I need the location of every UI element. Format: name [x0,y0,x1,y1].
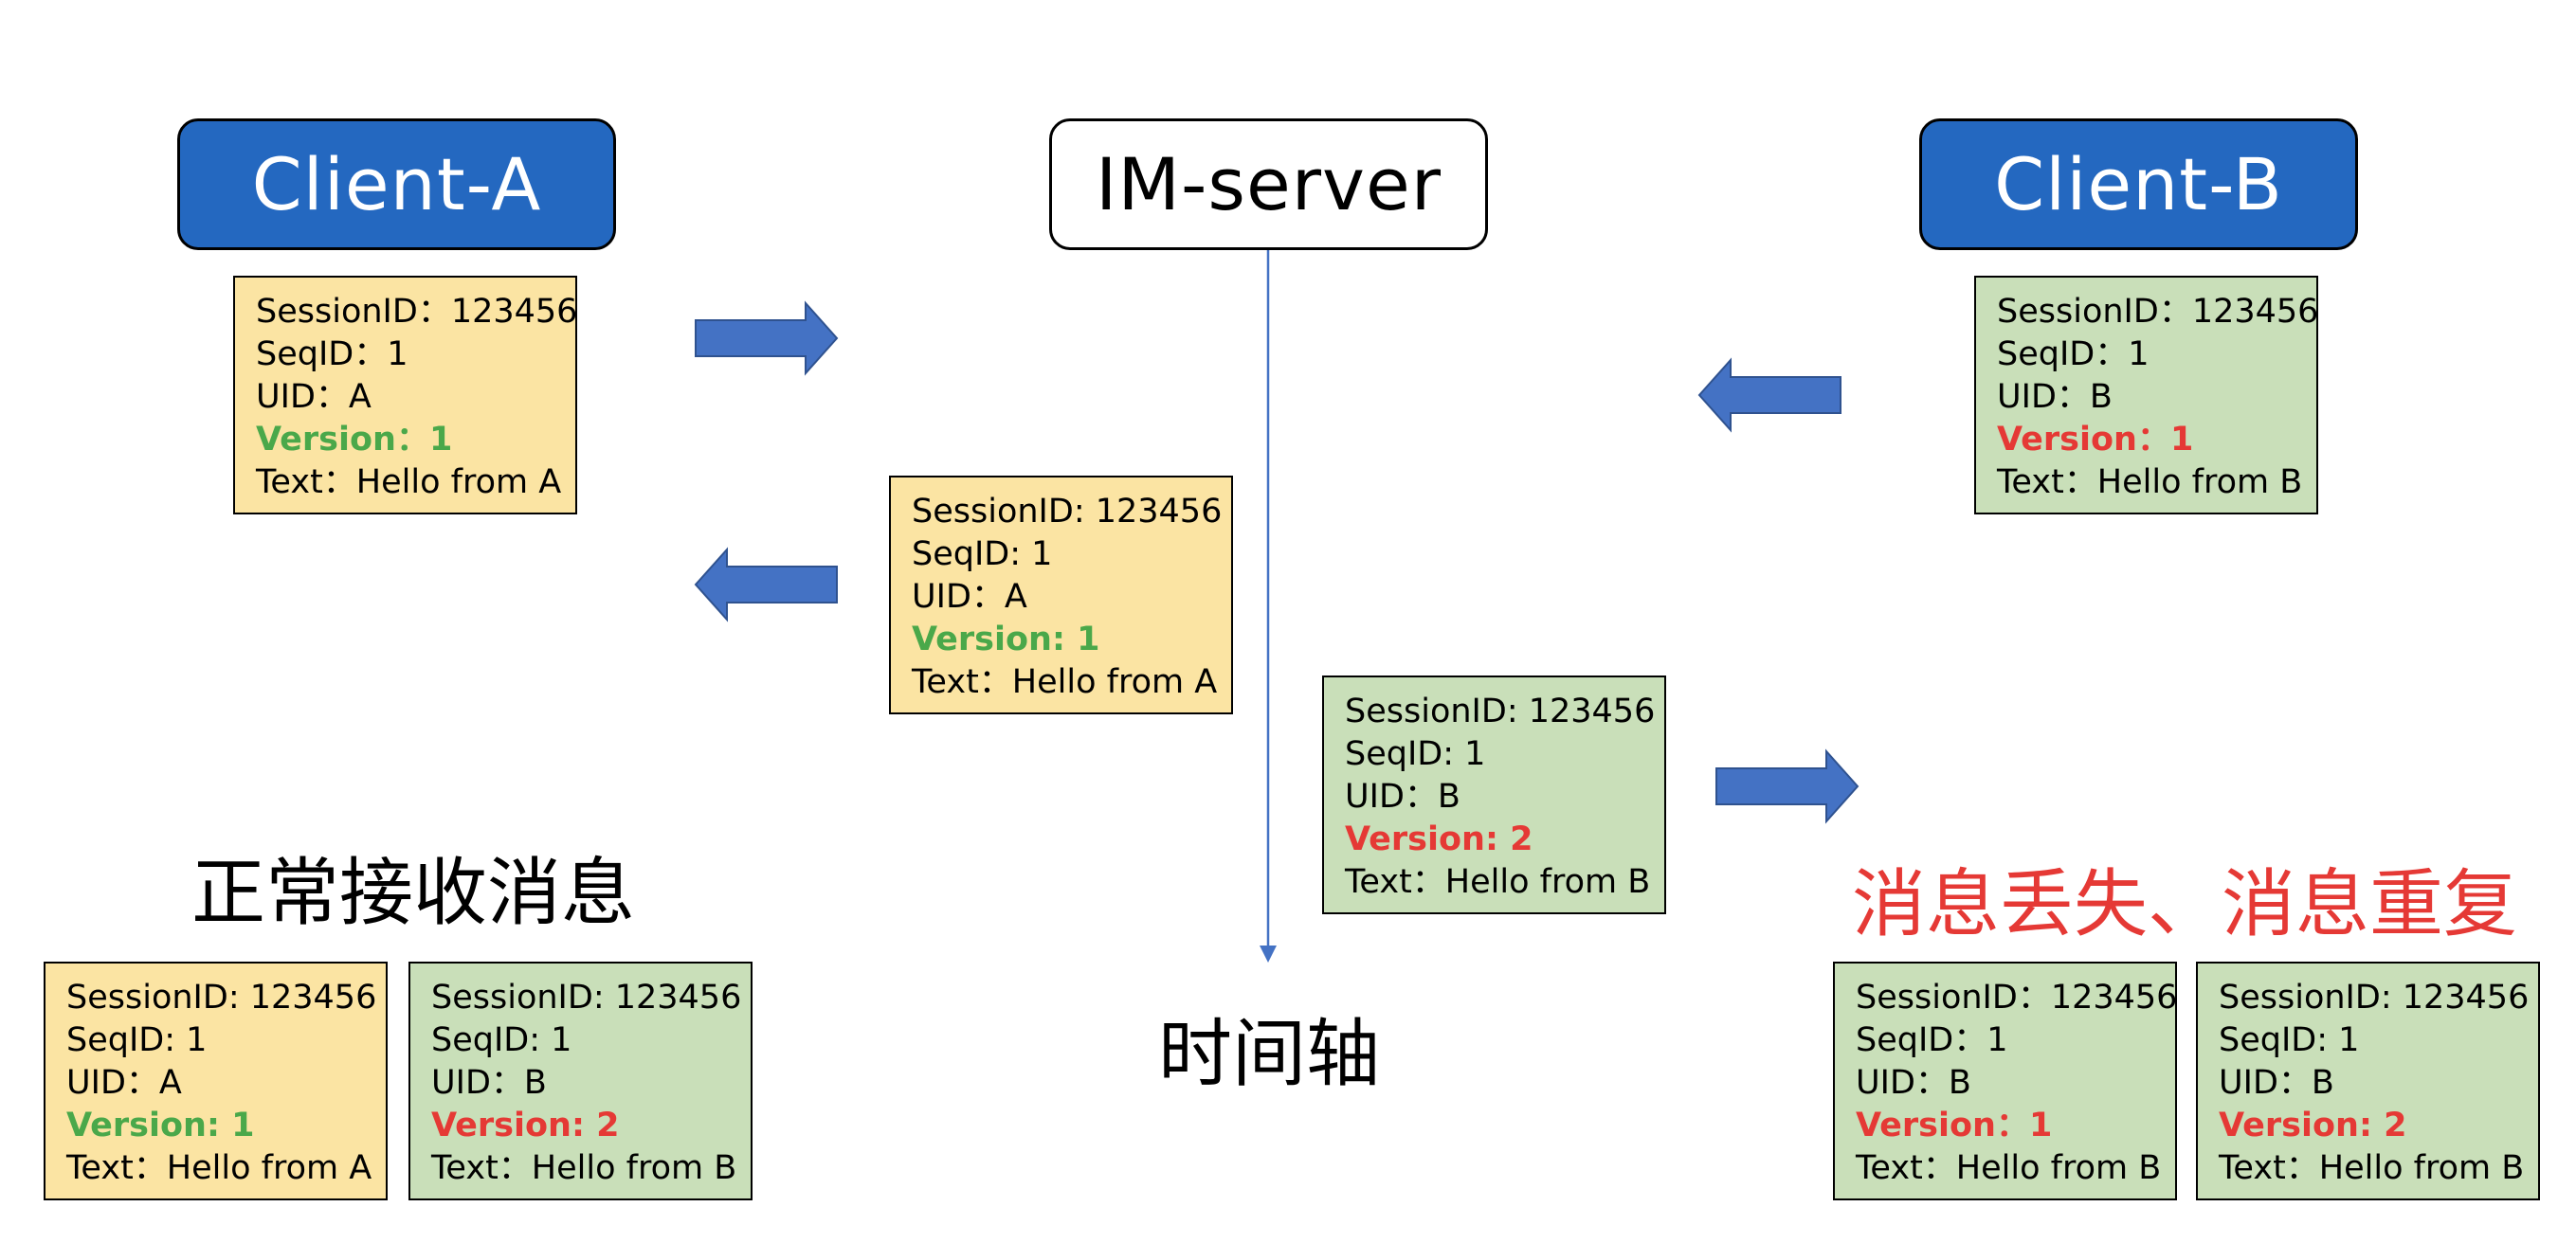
msg-text: Text：Hello from B [2219,1149,2525,1187]
msg-version: Version: 1 [66,1107,255,1144]
msg-client-a-send: SessionID：123456 SeqID：1 UID：A Version：1… [233,276,577,514]
msg-session: SessionID：123456 [1997,293,2319,331]
msg-version: Version: 2 [1345,820,1533,858]
timeline-arrowhead [1260,946,1277,963]
msg-uid: UID：A [912,578,1027,616]
msg-version: Version：1 [1997,421,2194,459]
msg-seq: SeqID: 1 [431,1021,572,1059]
msg-error-b-v2: SessionID: 123456 SeqID: 1 UID：B Version… [2196,962,2540,1200]
msg-session: SessionID：123456 [1856,979,2178,1017]
heading-normal: 正常接收消息 [191,851,636,936]
msg-seq: SeqID: 1 [66,1021,208,1059]
msg-server-to-b: SessionID: 123456 SeqID: 1 UID：B Version… [1322,676,1666,914]
msg-text: Text：Hello from B [1997,463,2303,501]
msg-session: SessionID: 123456 [66,979,377,1017]
arrow-server-to-b [1715,748,1859,824]
msg-session: SessionID: 123456 [912,493,1223,531]
client-a-node: Client-A [177,118,616,250]
msg-text: Text：Hello from B [1345,863,1651,901]
msg-version: Version: 1 [912,621,1100,658]
msg-uid: UID：A [256,378,372,416]
msg-text: Text：Hello from A [912,663,1218,701]
msg-client-b-send: SessionID：123456 SeqID：1 UID：B Version：1… [1974,276,2318,514]
msg-session: SessionID: 123456 [431,979,742,1017]
msg-text: Text：Hello from B [431,1149,737,1187]
msg-uid: UID：B [431,1064,547,1102]
msg-text: Text：Hello from B [1856,1149,2162,1187]
msg-server-to-a: SessionID: 123456 SeqID: 1 UID：A Version… [889,476,1233,714]
arrow-b-to-server [1697,357,1841,433]
msg-text: Text：Hello from A [256,463,562,501]
timeline-label: 时间轴 [1158,1012,1381,1097]
msg-version: Version: 2 [2219,1107,2407,1144]
msg-version: Version：1 [256,421,453,459]
arrow-a-to-server [695,300,839,376]
msg-seq: SeqID：1 [256,335,408,373]
msg-version: Version：1 [1856,1107,2053,1144]
msg-normal-a: SessionID: 123456 SeqID: 1 UID：A Version… [44,962,388,1200]
msg-normal-b: SessionID: 123456 SeqID: 1 UID：B Version… [408,962,753,1200]
im-server-node: IM-server [1049,118,1488,250]
msg-uid: UID：B [1997,378,2113,416]
msg-error-b-v1: SessionID：123456 SeqID：1 UID：B Version：1… [1833,962,2177,1200]
msg-seq: SeqID: 1 [912,535,1053,573]
msg-uid: UID：A [66,1064,182,1102]
msg-version: Version: 2 [431,1107,620,1144]
msg-session: SessionID：123456 [256,293,578,331]
msg-uid: UID：B [1345,778,1460,816]
msg-seq: SeqID: 1 [1345,735,1486,773]
heading-error: 消息丢失、消息重复 [1852,862,2518,947]
msg-seq: SeqID：1 [1997,335,2150,373]
msg-text: Text：Hello from A [66,1149,372,1187]
msg-seq: SeqID：1 [1856,1021,2008,1059]
arrow-server-to-a [694,547,838,622]
msg-uid: UID：B [2219,1064,2334,1102]
msg-session: SessionID: 123456 [2219,979,2530,1017]
msg-seq: SeqID: 1 [2219,1021,2360,1059]
msg-uid: UID：B [1856,1064,1971,1102]
msg-session: SessionID: 123456 [1345,693,1656,730]
client-b-node: Client-B [1919,118,2358,250]
